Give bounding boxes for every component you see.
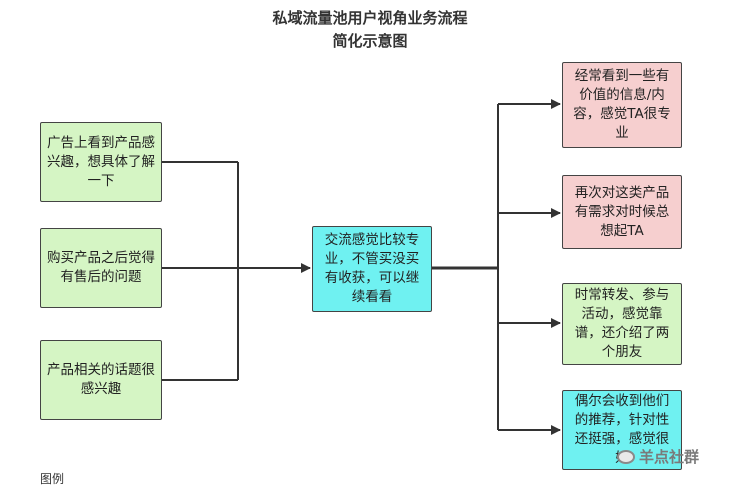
watermark-text: 羊点社群 [639,448,700,466]
left-box-after-sales: 购买产品之后觉得有售后的问题 [40,228,162,308]
chat-bubble-icon [617,449,635,464]
left-box-ad-interest: 广告上看到产品感兴趣，想具体了解一下 [40,122,162,202]
diagram-subtitle: 简化示意图 [332,32,408,50]
diagram-title: 私域流量池用户视角业务流程 [272,9,468,27]
right-box-share-refer: 时常转发、参与活动，感觉靠谱，还介绍了两个朋友 [562,283,682,365]
right-box-recall: 再次对这类产品有需求对时候总想起TA [562,175,682,249]
right-box-valuable-content: 经常看到一些有价值的信息/内容，感觉TA很专业 [562,62,682,148]
left-box-topic-interest: 产品相关的话题很感兴趣 [40,340,162,420]
watermark: 羊点社群 [617,446,699,467]
center-box-communication: 交流感觉比较专业，不管买没买有收获，可以继续看看 [312,226,432,312]
legend-label: 图例 [40,472,65,486]
